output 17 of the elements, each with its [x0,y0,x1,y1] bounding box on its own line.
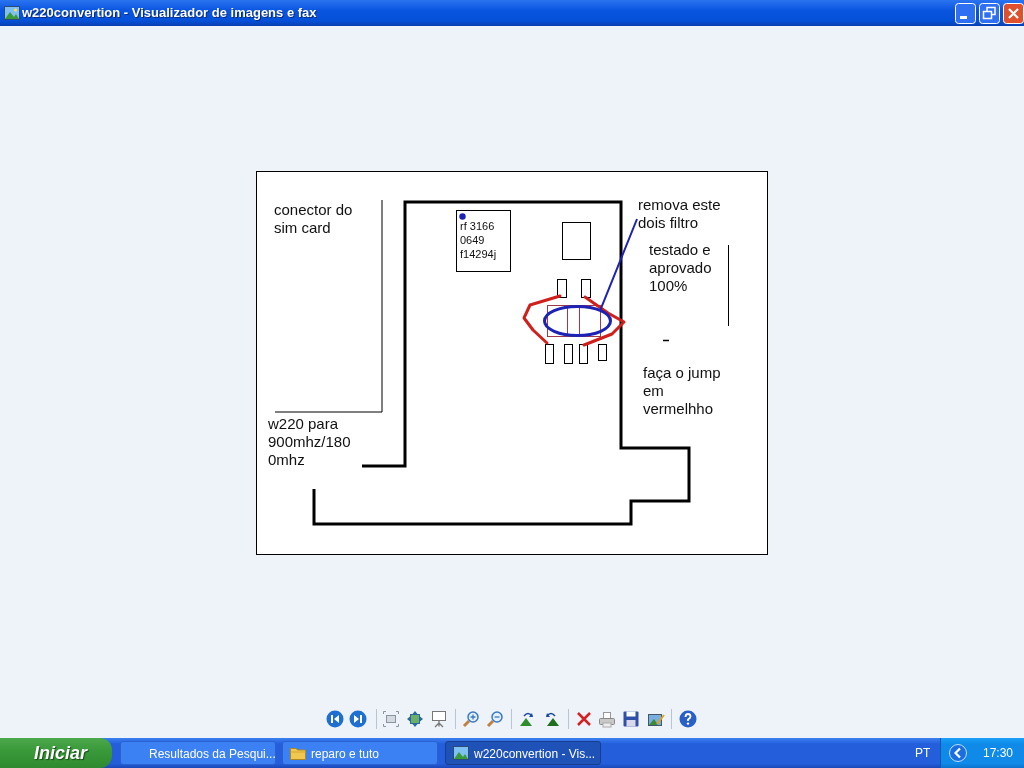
window-title: w220convertion - Visualizador de imagens e fax [22,5,317,21]
annotation-text: faça o jump em vermelhho [643,364,722,418]
chip-label: rf 3166 0649 f14294j [460,219,498,261]
language-indicator: PT [915,746,931,760]
annotation-text: w220 para 900mhz/180 0mhz [268,415,352,469]
highlight-ellipse [543,305,612,337]
component-box [562,222,591,260]
taskbar-button: reparo e tuto [282,741,438,765]
taskbar-button: Resultados da Pesqui... [120,741,276,765]
annotation-text: remova este dois filtro [638,196,730,232]
start-button: Iniciar [0,738,112,768]
clock-time: 17:30 [983,746,1014,760]
chip-box [456,210,511,272]
annotation-text: testado e aprovado 100% [649,241,713,295]
taskbar-button: w220convertion - Vis... [445,741,601,765]
leader-line [599,218,638,311]
annotation-text: conector do sim card [274,201,354,237]
